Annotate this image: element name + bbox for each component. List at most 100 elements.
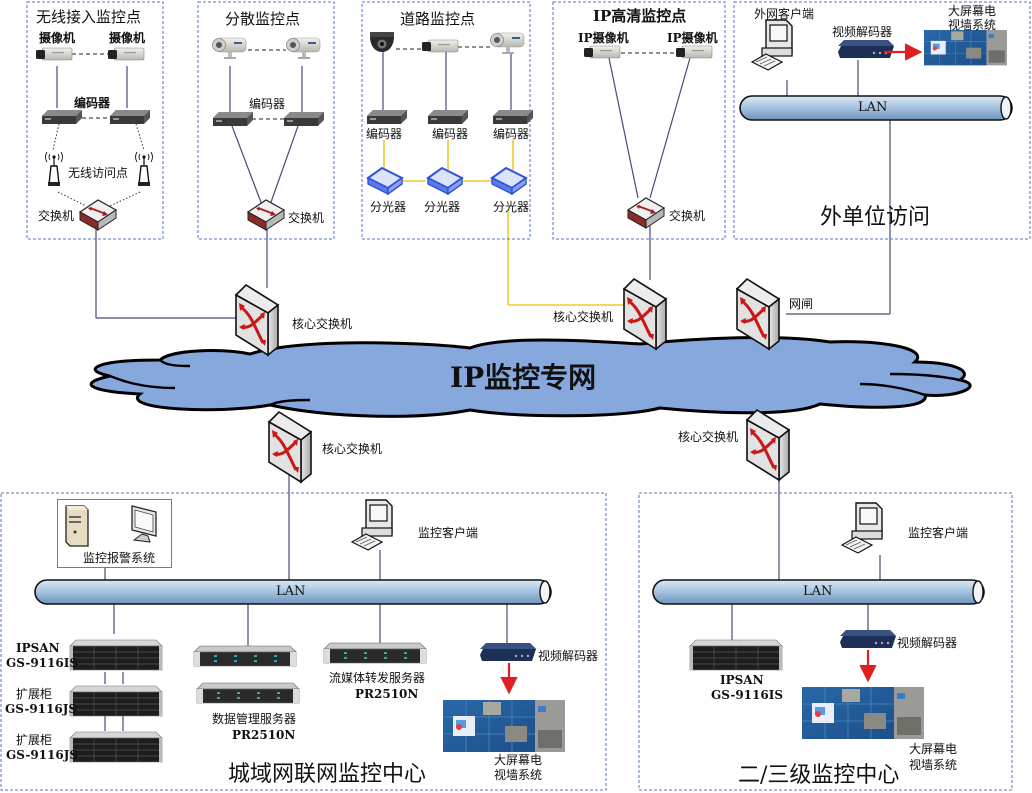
- external-client-label: 外网客户端: [754, 7, 815, 21]
- distributed-encoder-2: [284, 112, 324, 126]
- wireless-switch: [79, 199, 117, 231]
- road-splitter-2: [427, 167, 463, 195]
- city-dms-server-1: [193, 645, 297, 667]
- road-bullet-camera: [490, 32, 525, 55]
- road-splitter-label-2: 分光器: [424, 200, 461, 214]
- level23-client-pc: [841, 502, 883, 554]
- ip-network-title: IP监控专网: [450, 361, 597, 394]
- external-lan-label: LAN: [858, 100, 888, 115]
- road-splitter-1: [367, 167, 403, 195]
- core-switch-city: [267, 410, 313, 484]
- links: [56, 52, 891, 731]
- core-switch-city-label: 核心交换机: [322, 442, 383, 456]
- core-switch-center: [622, 277, 668, 351]
- level23-videowall-label-2: 视墙系统: [909, 758, 958, 772]
- road-encoder-3: [493, 110, 533, 124]
- core-switch-center-label: 核心交换机: [553, 310, 614, 324]
- level23-video-wall: [801, 686, 925, 740]
- wireless-camera-1: [35, 47, 73, 61]
- core-switch-level23-label: 核心交换机: [678, 430, 739, 444]
- distributed-camera-1: [212, 37, 247, 60]
- road-encoder-label-3: 编码器: [493, 127, 530, 141]
- city-ext2-label-1: 扩展柜: [16, 733, 53, 747]
- external-videowall-label-1: 大屏幕电: [948, 4, 997, 18]
- road-box-camera: [421, 39, 459, 53]
- zone-title-level23: 二/三级监控中心: [738, 763, 900, 788]
- hd-ip-camera-2: [675, 45, 713, 59]
- core-switch-level23: [745, 408, 791, 482]
- city-decoder: [480, 643, 536, 661]
- zone-title-city: 城域网联网监控中心: [228, 762, 427, 787]
- hd-ip-switch: [627, 197, 665, 229]
- wireless-ap-2: [134, 151, 154, 187]
- road-encoder-label-1: 编码器: [366, 127, 403, 141]
- road-splitter-label-1: 分光器: [370, 200, 407, 214]
- road-splitter-label-3: 分光器: [493, 200, 530, 214]
- alarm-system-label: 监控报警系统: [83, 551, 156, 565]
- core-switch-left: [234, 283, 280, 357]
- distributed-camera-2: [286, 37, 321, 60]
- external-videowall-label-2: 视墙系统: [948, 18, 997, 32]
- external-decoder-label: 视频解码器: [832, 25, 893, 39]
- zone-title-hd-ip: IP高清监控点: [593, 7, 687, 25]
- lan-bus-external: [739, 95, 1013, 121]
- zone-title-road: 道路监控点: [400, 10, 476, 28]
- city-decoder-label: 视频解码器: [538, 649, 599, 663]
- city-dms-label-2: PR2510N: [232, 728, 296, 742]
- city-dms-server-2: [196, 682, 300, 704]
- city-expansion-1: [69, 685, 163, 717]
- external-video-wall: [923, 29, 1008, 66]
- city-video-wall: [442, 699, 566, 753]
- level23-decoder-label: 视频解码器: [897, 636, 958, 650]
- wireless-ap-1: [44, 151, 64, 187]
- city-ipsan-label-2: GS-9116IS: [6, 656, 79, 670]
- city-videowall-label-1: 大屏幕电: [494, 753, 543, 767]
- city-dms-label-1: 数据管理服务器: [212, 712, 297, 726]
- distributed-switch-label: 交换机: [288, 211, 325, 225]
- road-splitter-3: [491, 167, 527, 195]
- city-client-label: 监控客户端: [418, 526, 479, 540]
- road-encoder-2: [428, 110, 468, 124]
- level23-ipsan-label-2: GS-9116IS: [711, 688, 784, 702]
- wireless-encoder-2: [110, 110, 150, 124]
- lan-bus-level23: [652, 579, 985, 605]
- distributed-encoder-1: [213, 112, 253, 126]
- hd-ip-camera-label-2: IP摄像机: [667, 31, 718, 45]
- wireless-encoder-label: 编码器: [74, 96, 111, 110]
- core-switch-left-label: 核心交换机: [292, 317, 353, 331]
- city-ipsan-label-1: IPSAN: [16, 641, 60, 655]
- wireless-camera-label-2: 摄像机: [109, 31, 146, 45]
- level23-client-label: 监控客户端: [908, 526, 969, 540]
- level23-ipsan-label-1: IPSAN: [720, 673, 764, 687]
- ip-network-cloud: [89, 336, 972, 418]
- zone-title-external: 外单位访问: [820, 205, 931, 230]
- zone-title-distributed: 分散监控点: [225, 10, 301, 28]
- external-decoder: [838, 40, 894, 58]
- distributed-encoder-label: 编码器: [249, 97, 286, 111]
- wireless-encoder-1: [42, 110, 82, 124]
- city-expansion-2: [69, 731, 163, 763]
- fiber-links: [383, 140, 625, 306]
- level23-videowall-label-1: 大屏幕电: [909, 742, 958, 756]
- city-ipsan: [69, 639, 163, 671]
- city-ext1-label-1: 扩展柜: [16, 687, 53, 701]
- lan-bus-city: [34, 579, 552, 605]
- city-videowall-label-2: 视墙系统: [494, 768, 543, 782]
- alarm-system-box: [57, 499, 172, 568]
- wireless-camera-label-1: 摄像机: [39, 31, 76, 45]
- city-lan-label: LAN: [276, 584, 306, 599]
- level23-decoder: [840, 630, 896, 648]
- road-dome-camera: [370, 32, 394, 52]
- gateway-label: 网闸: [789, 297, 814, 311]
- external-client-pc: [751, 19, 793, 71]
- city-stream-label-2: PR2510N: [355, 687, 419, 701]
- city-ext2-label-2: GS-9116JS: [6, 748, 79, 762]
- hd-ip-switch-label: 交换机: [669, 209, 706, 223]
- level23-ipsan: [689, 639, 783, 671]
- hd-ip-camera-label-1: IP摄像机: [578, 31, 629, 45]
- wireless-ap-label: 无线访问点: [68, 166, 129, 180]
- wireless-switch-label: 交换机: [38, 209, 75, 223]
- hd-ip-camera-1: [583, 45, 621, 59]
